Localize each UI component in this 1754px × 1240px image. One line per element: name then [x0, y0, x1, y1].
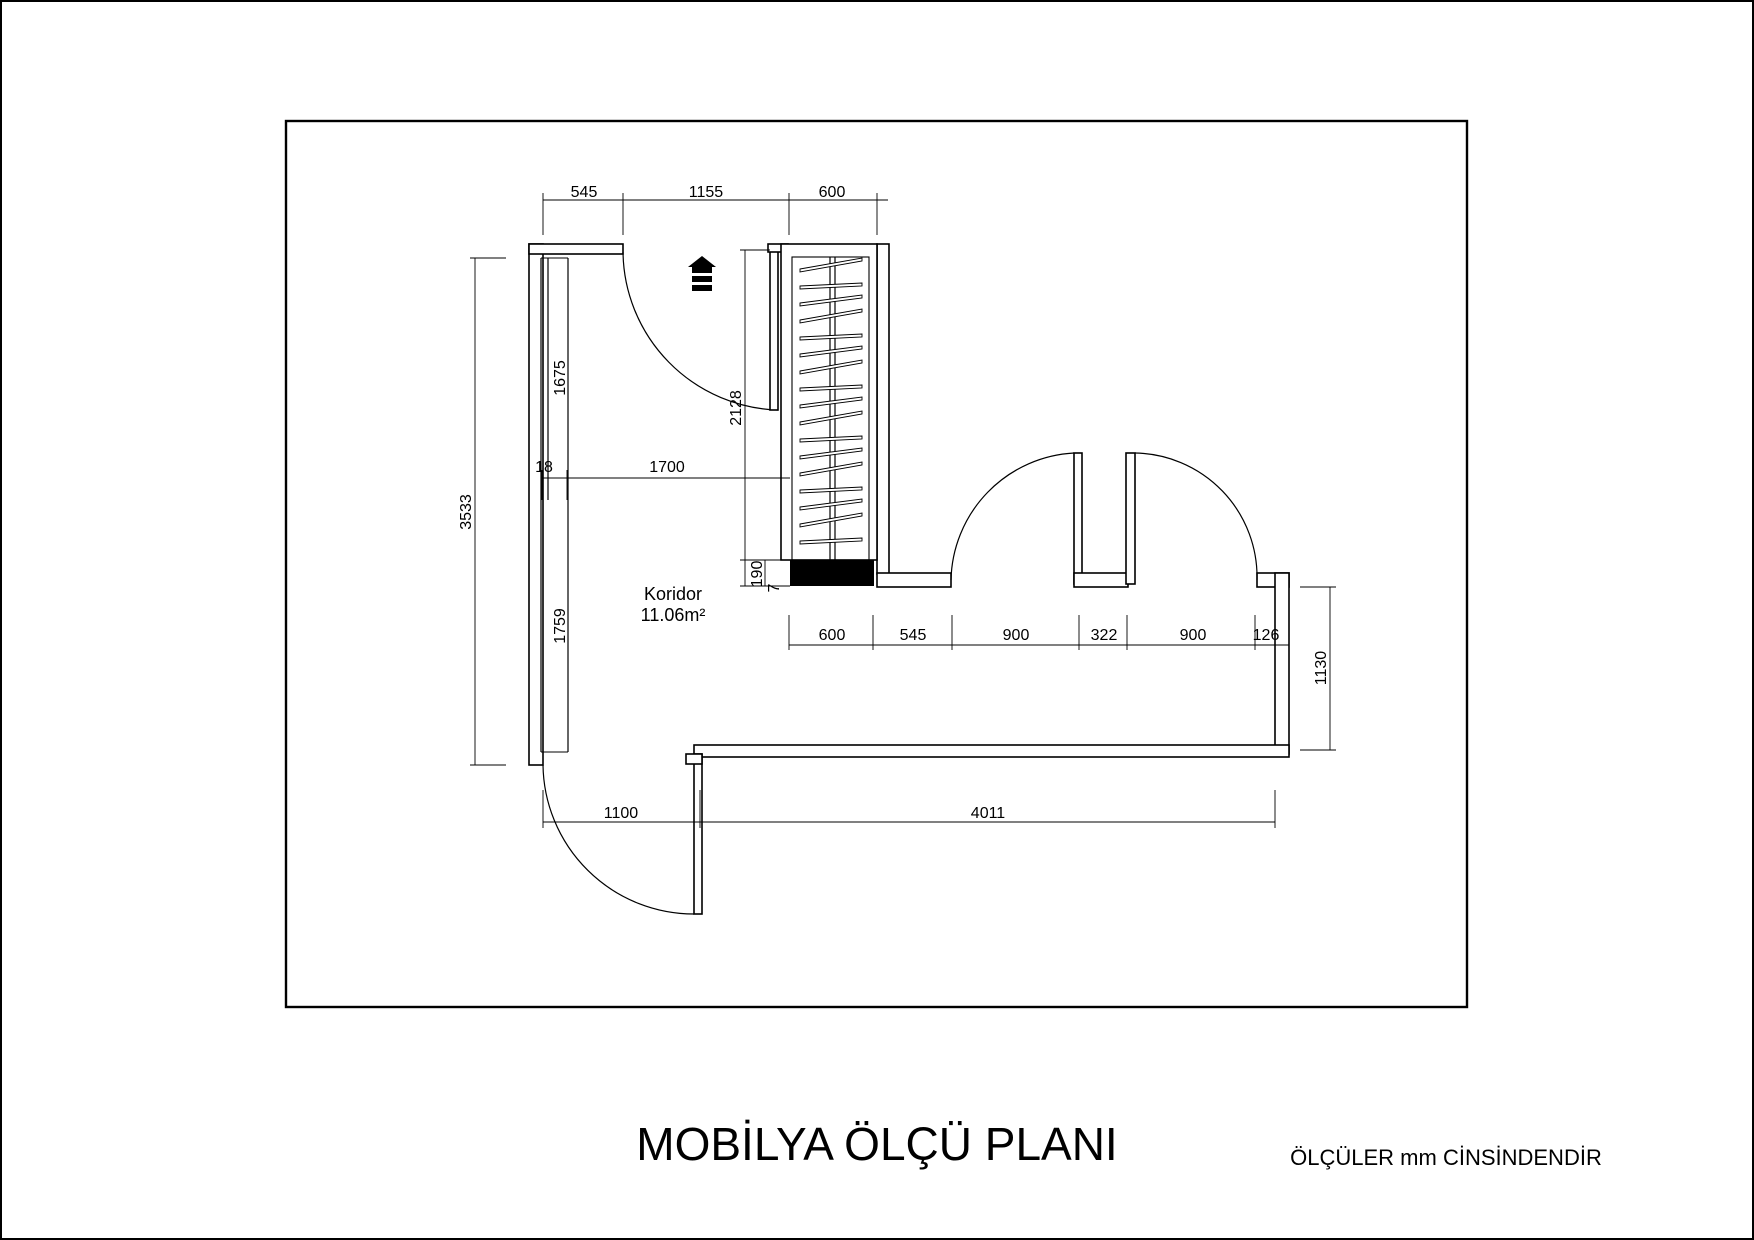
dim-mid-4: 322 — [1091, 627, 1118, 644]
dim-bottom-2: 4011 — [971, 805, 1006, 822]
door-top-left — [622, 243, 789, 411]
hanger-icon — [799, 537, 863, 545]
dim-plinth-small: 7 — [766, 583, 783, 592]
dim-mid-6: 126 — [1253, 627, 1280, 644]
north-arrow-icon — [688, 256, 716, 291]
hanger-icon — [799, 512, 863, 528]
dim-bottom-1: 1100 — [604, 805, 639, 822]
dimension-lines — [470, 193, 1336, 828]
hanger-icon — [799, 282, 863, 290]
hanger-icon — [799, 447, 863, 460]
page-title: MOBİLYA ÖLÇÜ PLANI — [636, 1118, 1117, 1170]
dim-top-1: 545 — [571, 184, 598, 201]
dim-wardrobe-height: 2128 — [728, 390, 745, 426]
dim-mid-5: 900 — [1180, 627, 1207, 644]
hanger-icon — [799, 486, 863, 494]
dim-inner-wall: 18 — [535, 459, 553, 476]
hanger-icon — [799, 257, 863, 273]
hanger-icon — [799, 345, 863, 358]
room-area: 11.06m² — [641, 605, 706, 625]
door-right-1 — [950, 452, 1075, 581]
plan-frame — [284, 119, 1469, 1009]
hanger-icon — [799, 410, 863, 426]
wardrobe-hangers — [799, 257, 863, 545]
dim-mid-1: 600 — [819, 627, 846, 644]
dim-left-upper: 1675 — [552, 360, 569, 396]
left-panel — [540, 257, 569, 753]
dim-left-total: 3533 — [458, 494, 475, 530]
hanger-icon — [799, 359, 863, 375]
dim-inner-width: 1700 — [649, 459, 685, 476]
door-bottom-left — [542, 764, 695, 915]
wardrobe — [780, 243, 878, 586]
hanger-icon — [799, 396, 863, 409]
dim-top-3: 600 — [819, 184, 846, 201]
walls — [528, 243, 1290, 915]
dim-mid-3: 900 — [1003, 627, 1030, 644]
hanger-icon — [799, 308, 863, 324]
hanger-icon — [799, 435, 863, 443]
hanger-icon — [799, 333, 863, 341]
dim-right: 1130 — [1313, 651, 1330, 686]
units-note: ÖLÇÜLER mm CİNSİNDENDİR — [1290, 1145, 1602, 1170]
dim-plinth: 190 — [749, 561, 766, 588]
dim-left-lower: 1759 — [552, 608, 569, 644]
dim-top-2: 1155 — [689, 184, 724, 201]
hanger-icon — [799, 498, 863, 511]
room-name: Koridor — [644, 584, 702, 604]
hanger-icon — [799, 384, 863, 392]
dim-mid-2: 545 — [900, 627, 927, 644]
door-right-2 — [1134, 452, 1258, 581]
hanger-icon — [799, 461, 863, 477]
hanger-icon — [799, 294, 863, 307]
